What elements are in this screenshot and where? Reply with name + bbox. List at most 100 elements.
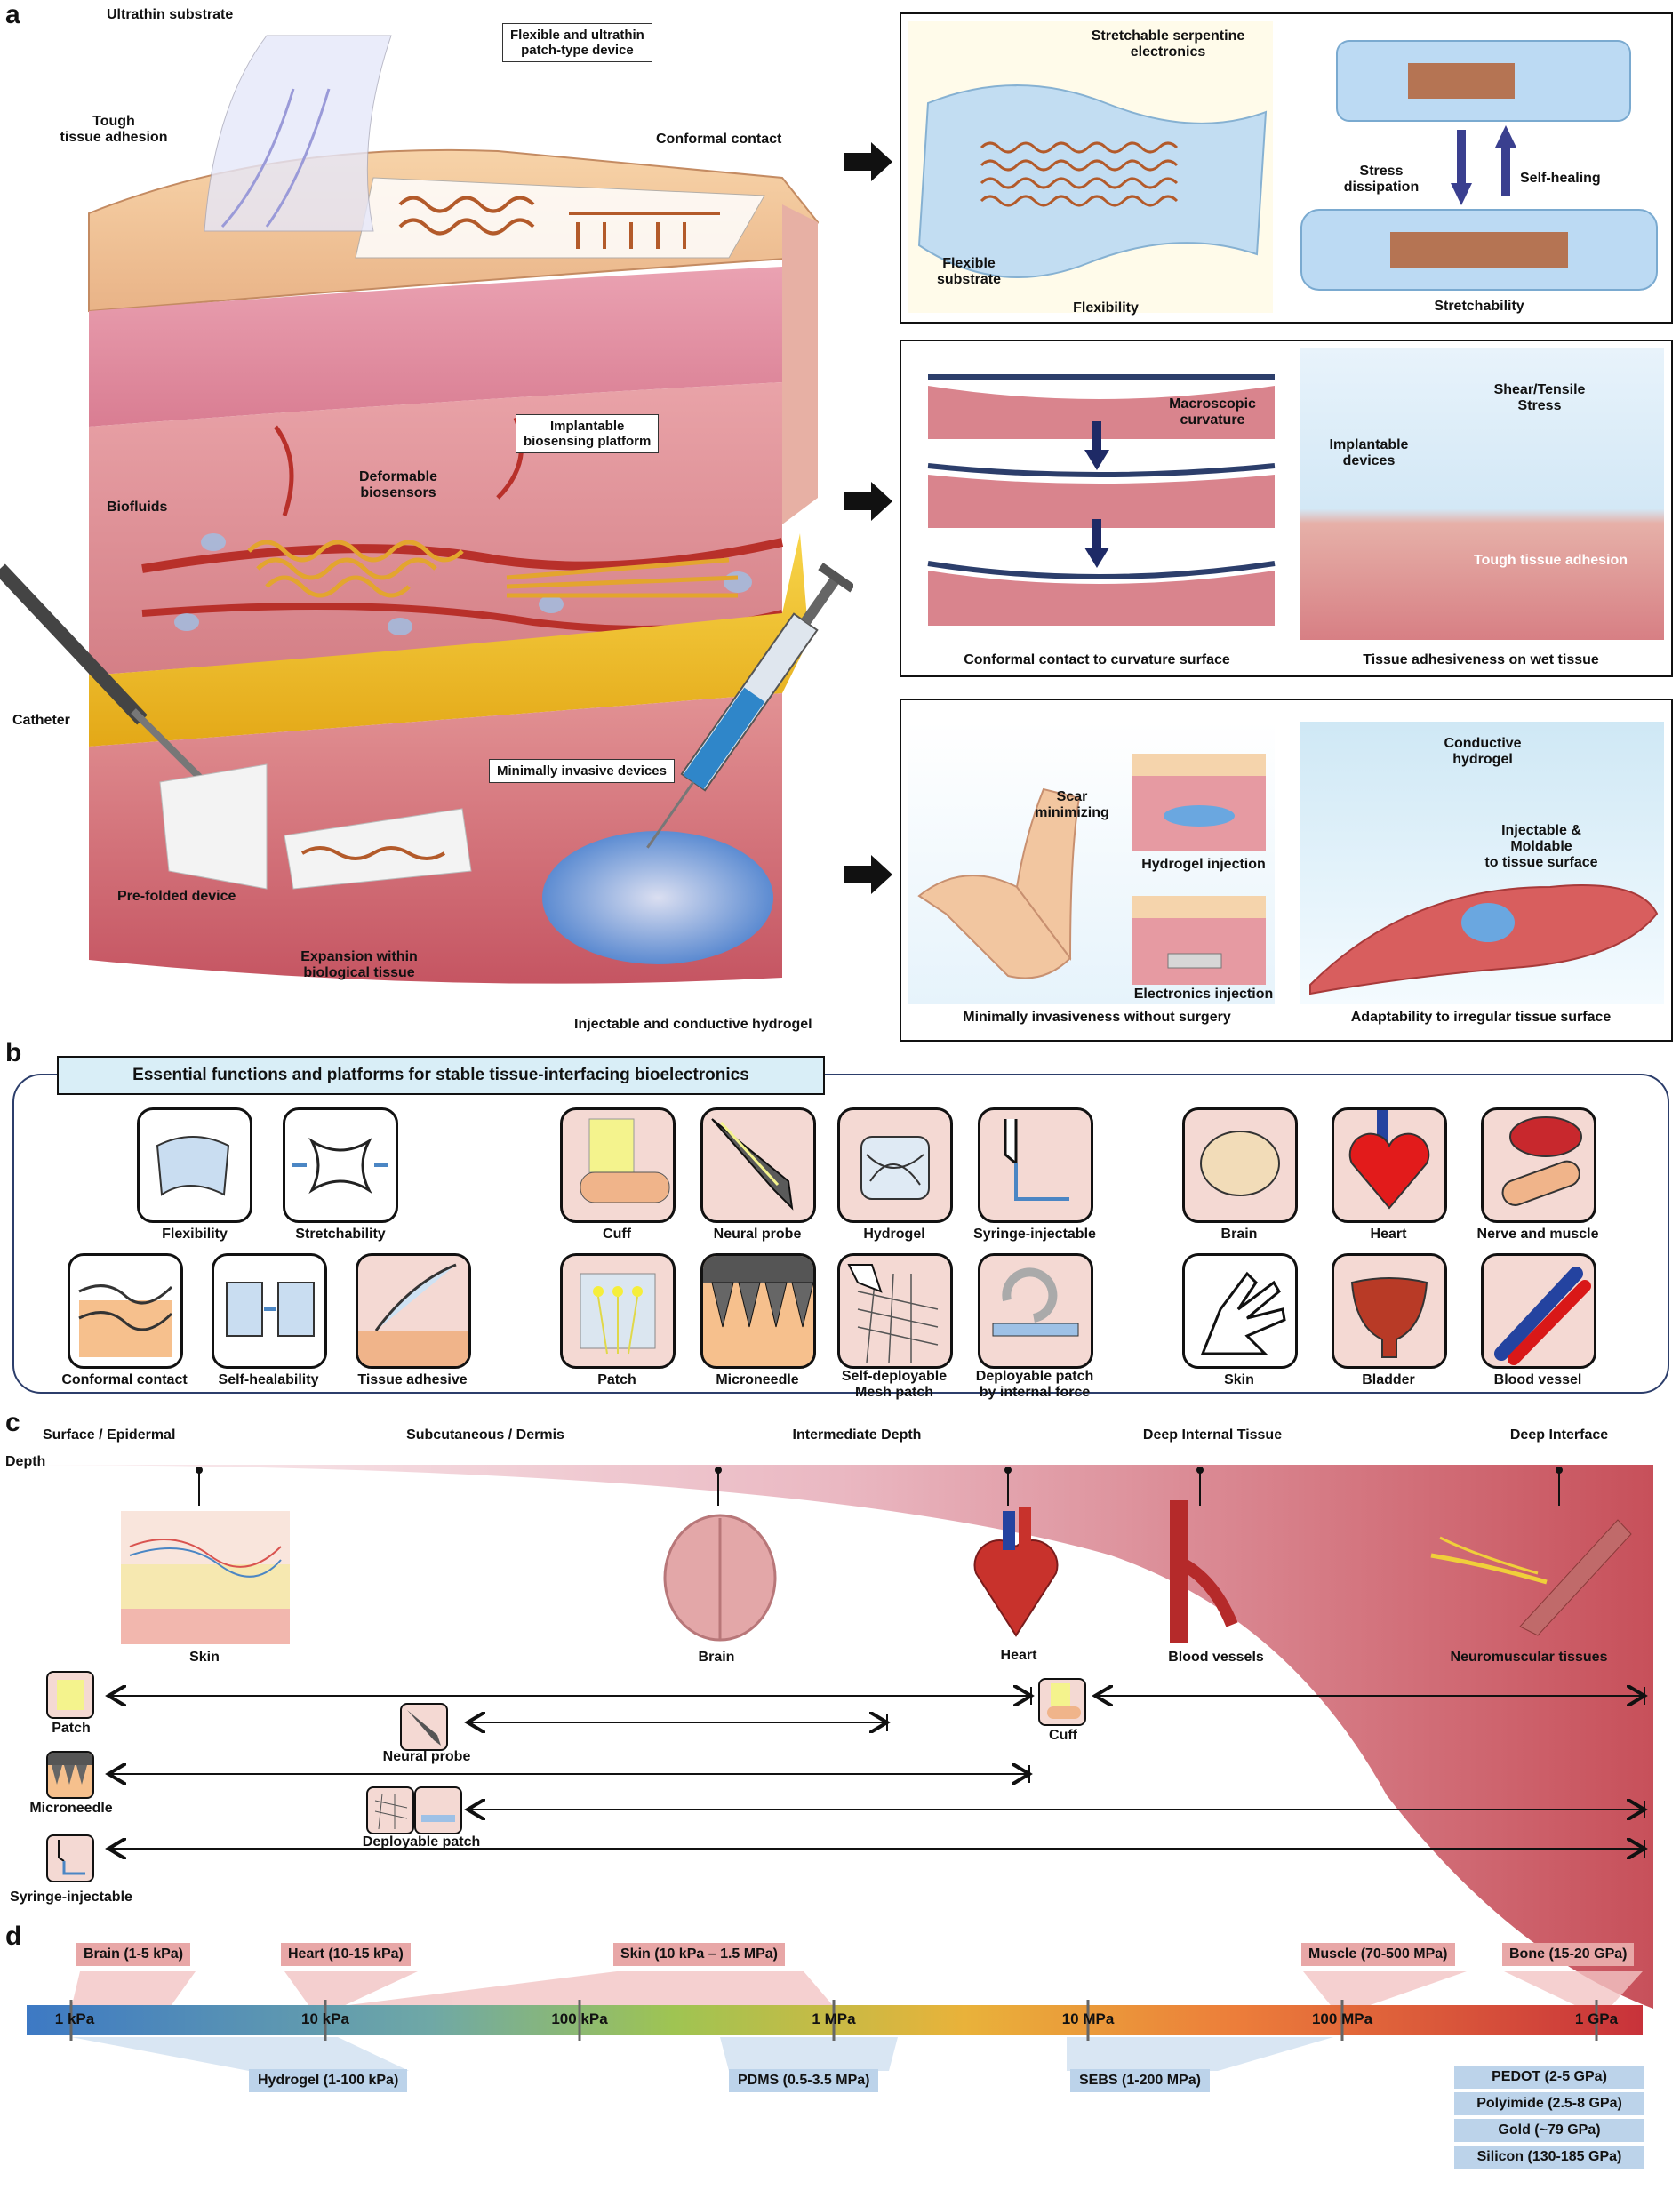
callout-implantable-platform: Implantable biosensing platform bbox=[516, 414, 660, 453]
label-conformal-fn: Conformal contact bbox=[61, 1372, 188, 1387]
label-skin-organ: Skin bbox=[1224, 1372, 1254, 1387]
label-implantable-devices: Implantable devices bbox=[1329, 437, 1409, 468]
depth-gradient-shape bbox=[27, 1465, 1653, 2009]
label-moldable: Injectable & Moldable to tissue surface bbox=[1484, 823, 1598, 870]
label-brain-organ: Brain bbox=[1220, 1227, 1258, 1242]
label-ultrathin-substrate: Ultrathin substrate bbox=[107, 7, 234, 22]
label-wet-tissue: Tissue adhesiveness on wet tissue bbox=[1363, 652, 1599, 667]
tissue-heart: Heart bbox=[1000, 1648, 1037, 1663]
tissue-neuromuscular: Neuromuscular tissues bbox=[1450, 1650, 1608, 1665]
microneedle-icon bbox=[700, 1253, 816, 1369]
label-adhesive-fn: Tissue adhesive bbox=[357, 1372, 468, 1387]
device-neural-probe: Neural probe bbox=[382, 1749, 471, 1764]
deployable-small-icon bbox=[414, 1786, 462, 1834]
label-catheter: Catheter bbox=[12, 713, 70, 728]
modulus-connectors bbox=[71, 1971, 1643, 2071]
depth-pins bbox=[196, 1467, 1563, 1506]
muscle-illustration bbox=[1309, 884, 1659, 995]
label-scar: Scar minimizing bbox=[1035, 789, 1109, 820]
label-mesh-patch: Self-deployable Mesh patch bbox=[841, 1369, 948, 1400]
label-deployable-patch-force: Deployable patch by internal force bbox=[975, 1369, 1094, 1400]
device-cuff: Cuff bbox=[1049, 1728, 1077, 1743]
wet-tissue-scene bbox=[1300, 348, 1664, 640]
label-shear-stress: Shear/Tensile Stress bbox=[1493, 382, 1586, 413]
arrow-to-box2 bbox=[844, 482, 892, 521]
serpentine-illustration bbox=[917, 84, 1268, 278]
tissue-skin-modulus: Skin (10 kPa – 1.5 MPa) bbox=[613, 1943, 785, 1966]
arm-injection-illustration bbox=[917, 754, 1266, 985]
arrow-to-box1 bbox=[844, 142, 892, 181]
label-blood-vessel-organ: Blood vessel bbox=[1493, 1372, 1582, 1387]
arrow-to-box3 bbox=[844, 855, 892, 894]
device-deployable-patch: Deployable patch bbox=[362, 1834, 481, 1850]
hydrogel-icon bbox=[837, 1107, 953, 1223]
label-neural-probe: Neural probe bbox=[713, 1227, 802, 1242]
label-adaptability: Adaptability to irregular tissue surface bbox=[1350, 1010, 1612, 1025]
conformal-contact-icon bbox=[68, 1253, 183, 1369]
tissue-muscle-modulus: Muscle (70-500 MPa) bbox=[1301, 1943, 1455, 1966]
tissue-brain-modulus: Brain (1-5 kPa) bbox=[76, 1943, 191, 1966]
tissue-blood-vessels: Blood vessels bbox=[1168, 1650, 1264, 1665]
label-macro-curvature: Macroscopic curvature bbox=[1169, 396, 1256, 428]
panel-letter-b: b bbox=[5, 1038, 22, 1067]
syringe-injectable-icon bbox=[978, 1107, 1093, 1223]
panel-letter-c: c bbox=[5, 1408, 20, 1437]
cuff-small-icon bbox=[1038, 1678, 1086, 1726]
label-flexibility: Flexibility bbox=[1073, 300, 1139, 316]
material-polyimide: Polyimide (2.5-8 GPa) bbox=[1454, 2092, 1644, 2115]
label-cuff: Cuff bbox=[603, 1227, 631, 1242]
label-flexible-substrate: Flexible substrate bbox=[936, 256, 1002, 287]
callout-minimally-invasive: Minimally invasive devices bbox=[489, 759, 675, 783]
skin-tissue-illustration bbox=[121, 1511, 290, 1644]
nerve-muscle-icon bbox=[1481, 1107, 1596, 1223]
label-self-healing: Self-healing bbox=[1520, 171, 1601, 186]
label-conductive-hydrogel: Conductive hydrogel bbox=[1444, 736, 1522, 767]
tissue-adhesive-icon bbox=[356, 1253, 471, 1369]
depth-axis-label: Depth bbox=[5, 1454, 46, 1469]
material-sebs: SEBS (1-200 MPa) bbox=[1070, 2069, 1210, 2092]
patch-icon bbox=[560, 1253, 676, 1369]
label-syringe-injectable: Syringe-injectable bbox=[973, 1227, 1096, 1242]
level-subcutaneous: Subcutaneous / Dermis bbox=[406, 1427, 564, 1443]
material-pdms: PDMS (0.5-3.5 MPa) bbox=[729, 2069, 879, 2092]
neural-probe-icon bbox=[700, 1107, 816, 1223]
tissue-brain: Brain bbox=[698, 1650, 735, 1665]
tissue-block-illustration bbox=[0, 35, 853, 984]
label-biofluids: Biofluids bbox=[107, 500, 168, 515]
heart-icon bbox=[1332, 1107, 1447, 1223]
label-bladder-organ: Bladder bbox=[1362, 1372, 1415, 1387]
mesh-small-icon bbox=[366, 1786, 414, 1834]
tick-1gpa: 1 GPa bbox=[1574, 2010, 1619, 2027]
label-expansion: Expansion within biological tissue bbox=[300, 949, 418, 980]
tick-1mpa: 1 MPa bbox=[812, 2010, 856, 2027]
stretchability-icon bbox=[283, 1107, 398, 1223]
flexibility-icon bbox=[137, 1107, 252, 1223]
tick-10kpa: 10 kPa bbox=[301, 2010, 349, 2027]
material-gold: Gold (~79 GPa) bbox=[1454, 2119, 1644, 2142]
label-minimal-invasive: Minimally invasiveness without surgery bbox=[963, 1010, 1231, 1025]
level-deep-interface: Deep Interface bbox=[1509, 1427, 1609, 1443]
label-heart-organ: Heart bbox=[1370, 1227, 1407, 1242]
device-patch: Patch bbox=[52, 1721, 91, 1736]
microneedle-small-icon bbox=[46, 1751, 94, 1799]
panel-letter-a: a bbox=[5, 0, 20, 29]
device-syringe-injectable: Syringe-injectable bbox=[10, 1890, 132, 1905]
self-healing-icon bbox=[212, 1253, 327, 1369]
label-serpentine: Stretchable serpentine electronics bbox=[1091, 28, 1245, 60]
material-hydrogel: Hydrogel (1-100 kPa) bbox=[249, 2069, 408, 2092]
label-microneedle: Microneedle bbox=[716, 1372, 799, 1387]
label-deformable-biosensors: Deformable biosensors bbox=[358, 469, 438, 500]
label-conformal-contact: Conformal contact bbox=[656, 132, 782, 147]
panel-b-frame bbox=[12, 1074, 1669, 1394]
label-tough-tissue-adhesion: Tough tissue adhesion bbox=[1474, 553, 1628, 568]
skin-icon bbox=[1182, 1253, 1298, 1369]
mesh-patch-icon bbox=[837, 1253, 953, 1369]
callout-flexible-patch: Flexible and ultrathin patch-type device bbox=[502, 23, 652, 62]
syringe-small-icon bbox=[46, 1834, 94, 1882]
device-microneedle: Microneedle bbox=[29, 1801, 113, 1816]
neuromuscular-illustration bbox=[1430, 1519, 1632, 1636]
tick-10mpa: 10 MPa bbox=[1061, 2010, 1115, 2027]
label-self-heal-fn: Self-healability bbox=[218, 1372, 319, 1387]
label-injectable-hydrogel: Injectable and conductive hydrogel bbox=[574, 1017, 812, 1032]
tick-1kpa: 1 kPa bbox=[54, 2010, 95, 2027]
